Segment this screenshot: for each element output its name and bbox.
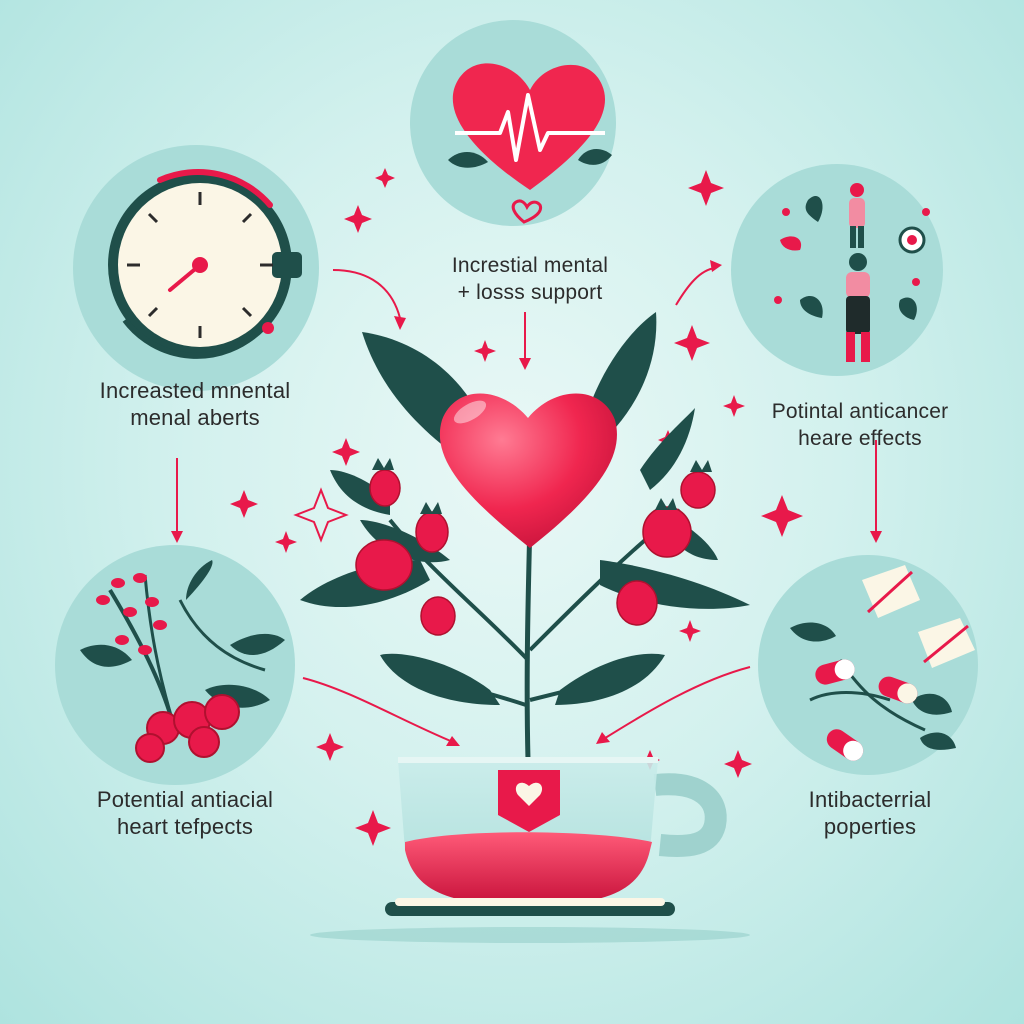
node-label-bottom-left-line-2: heart tefpects (116, 814, 254, 839)
arrow-heads (171, 260, 882, 746)
exercise-figures-icon (774, 183, 930, 362)
capsules-icon (790, 565, 975, 761)
node-label-top-right-line-1: Potintal anticancer (771, 400, 949, 423)
bottom-left-node-circle (55, 545, 295, 785)
berry-branch-icon (80, 560, 285, 763)
top-right-node-circle (731, 164, 943, 376)
node-label-top-line-2: + losss support (457, 281, 603, 304)
outline-sparkle (293, 487, 349, 543)
node-label-top-left-line-1: Increasted mnental (99, 378, 291, 403)
node-label-top-left: Increasted mnental menal aberts (70, 377, 320, 431)
tea-cup-icon (310, 757, 750, 943)
node-label-top-line-1: Increstial mental (451, 254, 609, 277)
node-label-top-right: Potintal anticancer heare effects (740, 398, 980, 452)
node-label-bottom-right-line-1: Intibacterrial (808, 787, 932, 812)
node-label-bottom-left-line-1: Potential antiacial (96, 787, 274, 812)
node-label-bottom-right-line-2: poperties (823, 814, 917, 839)
node-label-top-left-line-2: menal aberts (130, 405, 260, 430)
connector-arrows (176, 267, 877, 743)
node-label-bottom-right: Intibacterrial poperties (770, 786, 970, 840)
hibiscus-plant-heart-icon (300, 312, 750, 761)
node-label-top-right-line-2: heare effects (798, 427, 922, 450)
bottom-right-node-circle (758, 555, 978, 775)
sparkles (230, 168, 803, 846)
heart-pulse-icon (448, 63, 612, 224)
node-label-top: Increstial mental + losss support (418, 252, 642, 306)
node-label-bottom-left: Potential antiacial heart tefpects (60, 786, 310, 840)
clock-icon (108, 169, 302, 359)
